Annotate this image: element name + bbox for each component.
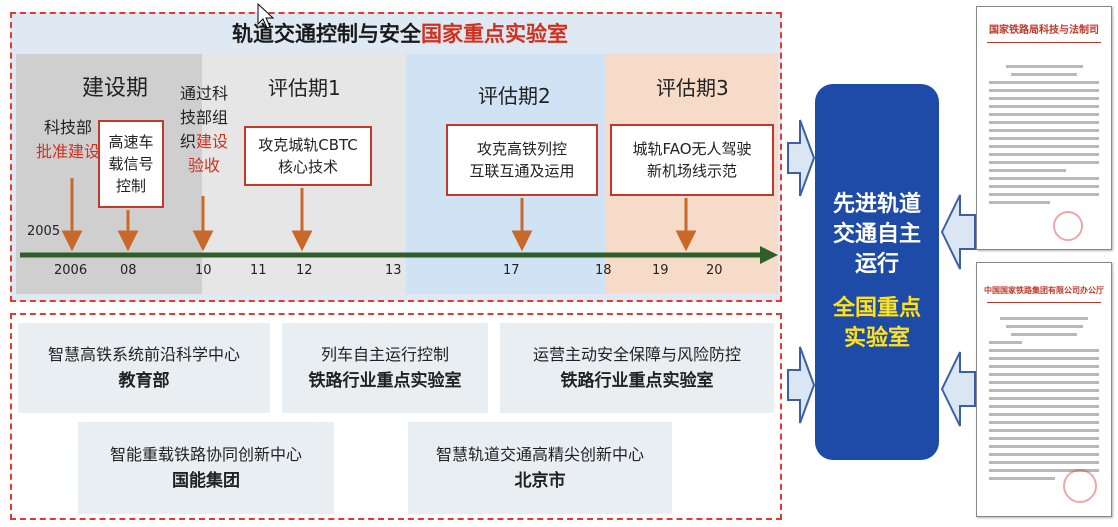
box-cbtc: 攻克城轨CBTC 核心技术 [244,126,372,186]
phase-title-build: 建设期 [82,76,149,101]
document-1-seal [1053,211,1083,241]
timeline-tick: 12 [296,263,313,278]
document-2-header: 中国国家铁路集团有限公司办公厅 [984,285,1104,295]
timeline-arrowhead [760,246,778,264]
panel-line1: 先进轨道 [832,192,921,217]
box-hs-signal: 高速车 载信号 控制 [98,120,164,208]
connector-arrow-top [787,119,816,197]
document-2-body [989,317,1099,485]
timeline-tick: 19 [652,263,669,278]
mouse-cursor-icon [257,2,275,29]
diagram-title: 轨道交通控制与安全国家重点实验室 [0,18,800,48]
box-hsr: 攻克高铁列控 互联互通及运用 [446,124,598,196]
national-lab-panel: 先进轨道 交通自主 运行 全国重点 实验室 [815,84,939,460]
timeline-tick: 11 [250,263,267,278]
approval-note: 科技部 批准建设 [30,116,106,164]
lab-card-name: 智慧轨道交通高精尖创新中心 [435,445,644,464]
panel-line3: 运行 [854,252,899,277]
lab-card-name: 运营主动安全保障与风险防控 [532,345,741,364]
box-hs-signal-line2: 载信号 [108,155,154,173]
lab-card-name: 智慧高铁系统前沿科学中心 [47,345,240,364]
acceptance-note-line2: 技部组 [179,108,228,127]
connector-arrow-doc2 [940,351,976,427]
milestone-arrowhead-2006 [61,230,83,252]
milestone-arrowhead-12 [291,230,313,252]
lab-card-org: 铁路行业重点实验室 [308,371,462,391]
acceptance-note-line4: 验收 [187,156,220,175]
box-cbtc-line2: 核心技术 [277,158,338,176]
panel-line2: 交通自主 [832,222,921,247]
lab-card: 智慧轨道交通高精尖创新中心 北京市 [408,422,672,514]
lab-card: 运营主动安全保障与风险防控 铁路行业重点实验室 [500,323,774,413]
lab-card-org: 国能集团 [172,471,240,491]
panel-line5: 实验室 [843,326,910,351]
document-2-seal [1063,469,1097,503]
timeline-tick: 18 [595,263,612,278]
box-cbtc-line1: 攻克城轨CBTC [258,136,358,154]
timeline-tick: 17 [503,263,520,278]
timeline-tick: 20 [706,263,723,278]
box-hs-signal-line1: 高速车 [108,133,154,151]
phase-title-eval1: 评估期1 [268,76,341,100]
approval-note-line1: 科技部 [43,118,92,137]
lab-card: 列车自主运行控制 铁路行业重点实验室 [282,323,488,413]
document-1-rule [987,42,1101,43]
milestone-arrowhead-17 [511,230,533,252]
lab-card: 智慧高铁系统前沿科学中心 教育部 [18,323,270,413]
document-thumbnail-2: 中国国家铁路集团有限公司办公厅 [976,262,1112,517]
lab-card-name: 智能重载铁路协同创新中心 [109,445,302,464]
document-1-header: 国家铁路局科技与法制司 [989,25,1099,36]
milestone-arrowhead-19 [675,230,697,252]
timeline-tick: 13 [385,263,402,278]
acceptance-note: 通过科 技部组 织建设 验收 [172,82,236,178]
box-fao: 城轨FAO无人驾驶 新机场线示范 [610,124,774,196]
timeline-tick: 2006 [54,263,88,278]
document-2-rule [987,302,1101,303]
title-part1: 轨道交通控制与安全 [232,22,421,46]
title-part2: 国家重点实验室 [421,22,568,46]
milestone-arrowhead-10 [192,230,214,252]
lab-card: 智能重载铁路协同创新中心 国能集团 [78,422,334,514]
timeline-start-year: 2005 [27,224,61,239]
lab-card-org: 教育部 [118,371,170,391]
box-fao-line1: 城轨FAO无人驾驶 [632,140,752,158]
connector-arrow-bottom [787,346,816,424]
lab-card-name: 列车自主运行控制 [320,345,449,364]
connector-arrow-doc1 [940,194,976,270]
approval-note-line2: 批准建设 [35,142,100,161]
box-hs-signal-line3: 控制 [115,177,146,195]
phase-title-eval3: 评估期3 [656,76,729,100]
milestone-arrowhead-08 [117,230,139,252]
panel-line4: 全国重点 [832,296,921,321]
box-hsr-line2: 互联互通及运用 [469,162,575,180]
document-1-body [989,65,1099,209]
box-hsr-line1: 攻克高铁列控 [476,140,567,158]
box-fao-line2: 新机场线示范 [646,162,737,180]
document-thumbnail-1: 国家铁路局科技与法制司 [976,6,1112,250]
acceptance-note-line1: 通过科 [179,84,228,103]
acceptance-note-line3: 织 [179,132,196,151]
lab-card-org: 铁路行业重点实验室 [560,371,714,391]
timeline-tick: 08 [120,263,137,278]
timeline-tick: 10 [195,263,212,278]
phase-title-eval2: 评估期2 [478,84,551,108]
acceptance-note-line3-red: 建设 [196,132,229,151]
lab-card-org: 北京市 [514,471,566,491]
